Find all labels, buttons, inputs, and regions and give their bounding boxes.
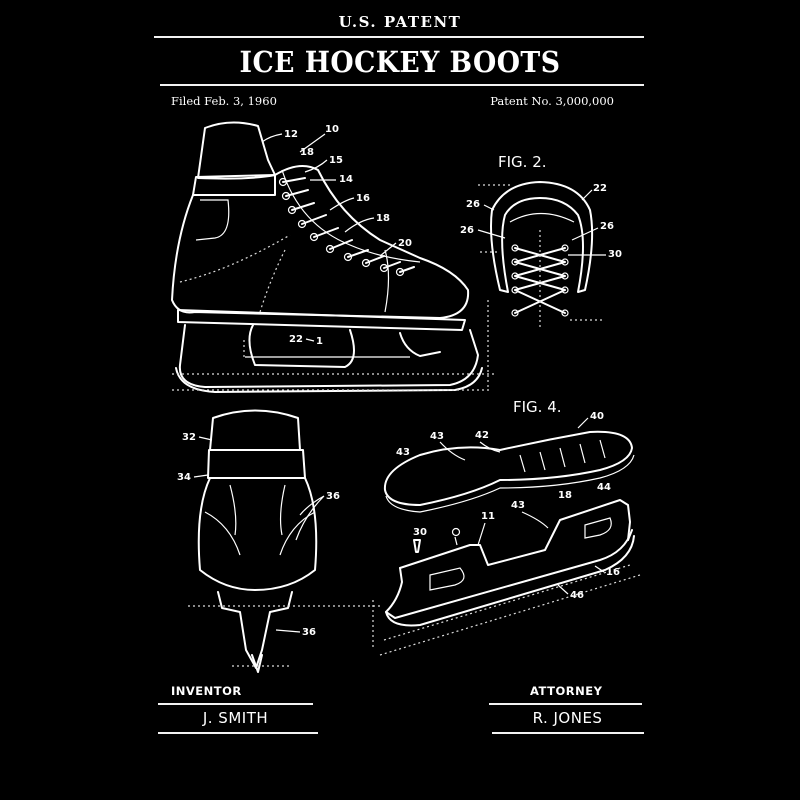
header-bottom-rule xyxy=(160,84,644,86)
fig-4-label: FIG. 4. xyxy=(513,398,562,416)
svg-text:40: 40 xyxy=(590,411,604,422)
svg-text:16: 16 xyxy=(606,567,620,578)
svg-text:26: 26 xyxy=(600,221,614,232)
patent-supertitle: U.S. PATENT xyxy=(338,13,462,31)
svg-text:16: 16 xyxy=(356,193,370,204)
svg-text:18: 18 xyxy=(300,147,314,158)
svg-text:22: 22 xyxy=(593,183,607,194)
svg-text:12: 12 xyxy=(284,129,298,140)
header-top-rule xyxy=(154,36,644,38)
inventor-name: J. SMITH xyxy=(202,709,269,727)
svg-text:30: 30 xyxy=(608,249,622,260)
patent-number: Patent No. 3,000,000 xyxy=(490,94,614,108)
inventor-bottom-rule xyxy=(158,732,318,734)
svg-text:34: 34 xyxy=(177,472,191,483)
fig-2-toe-view-drawing: 22 26 26 26 30 xyxy=(460,181,622,330)
svg-text:1: 1 xyxy=(316,336,323,347)
attorney-bottom-rule xyxy=(492,732,644,734)
inventor-label: INVENTOR xyxy=(171,684,242,698)
svg-text:36: 36 xyxy=(326,491,340,502)
svg-text:43: 43 xyxy=(396,447,410,458)
attorney-name: R. JONES xyxy=(532,709,603,727)
svg-text:44: 44 xyxy=(597,482,611,493)
svg-text:18: 18 xyxy=(376,213,390,224)
svg-text:32: 32 xyxy=(182,432,196,443)
svg-text:18: 18 xyxy=(558,490,572,501)
svg-text:22: 22 xyxy=(289,334,303,345)
svg-text:11: 11 xyxy=(481,511,495,522)
svg-text:42: 42 xyxy=(475,430,489,441)
fig-4-exploded-drawing: 40 42 43 43 44 18 43 11 30 16 46 xyxy=(372,411,641,656)
svg-text:43: 43 xyxy=(430,431,444,442)
patent-title: ICE HOCKEY BOOTS xyxy=(239,45,561,79)
svg-text:10: 10 xyxy=(325,124,339,135)
svg-text:30: 30 xyxy=(413,527,427,538)
fig-1-side-skate-drawing: 12 10 18 15 14 16 18 20 22 1 xyxy=(171,121,495,393)
svg-text:20: 20 xyxy=(398,238,412,249)
svg-text:46: 46 xyxy=(570,590,584,601)
svg-text:26: 26 xyxy=(460,225,474,236)
svg-text:15: 15 xyxy=(329,155,343,166)
svg-text:26: 26 xyxy=(466,199,480,210)
fig-3-front-view-drawing: 32 34 36 36 xyxy=(177,409,380,673)
filed-date: Filed Feb. 3, 1960 xyxy=(171,94,277,108)
attorney-top-rule xyxy=(489,703,642,705)
svg-text:36: 36 xyxy=(302,627,316,638)
svg-text:14: 14 xyxy=(339,174,353,185)
svg-text:43: 43 xyxy=(511,500,525,511)
inventor-top-rule xyxy=(158,703,313,705)
fig-2-label: FIG. 2. xyxy=(498,153,547,171)
attorney-label: ATTORNEY xyxy=(530,684,603,698)
